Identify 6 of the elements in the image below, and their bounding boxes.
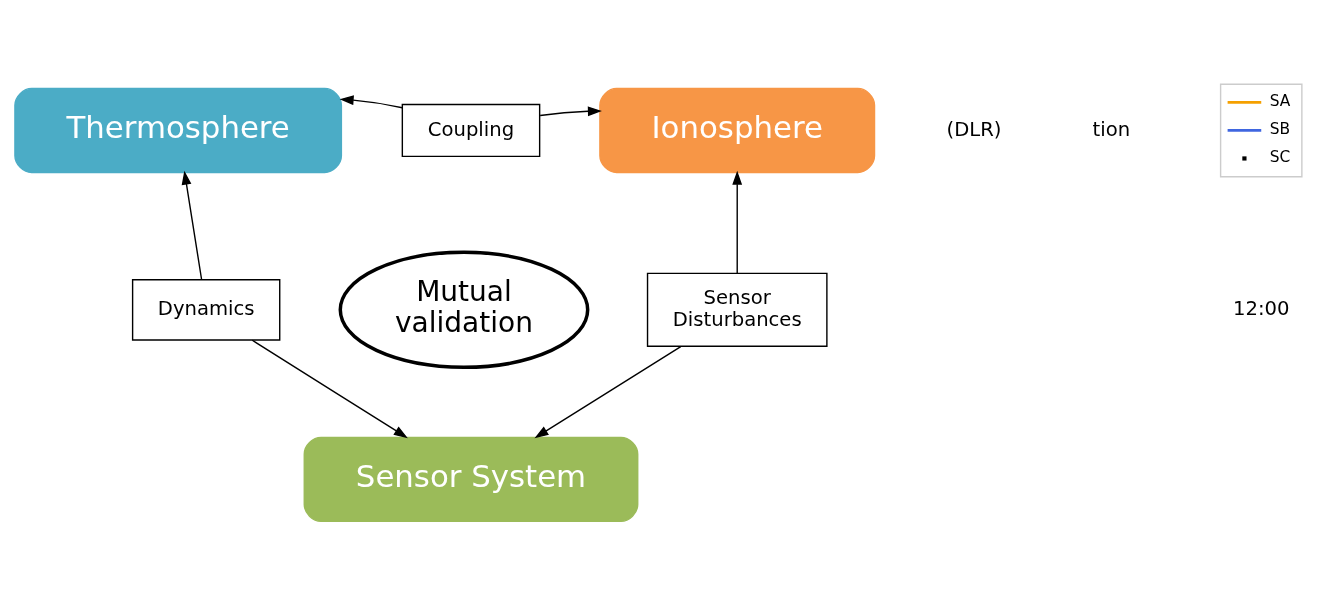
legend-label: SC xyxy=(1269,147,1291,166)
label: tion xyxy=(1092,117,1131,141)
legend-label: SA xyxy=(1269,91,1291,110)
label: (DLR) xyxy=(946,117,1002,141)
legend-label: SB xyxy=(1269,119,1291,138)
label: 12:00 xyxy=(1232,296,1290,320)
